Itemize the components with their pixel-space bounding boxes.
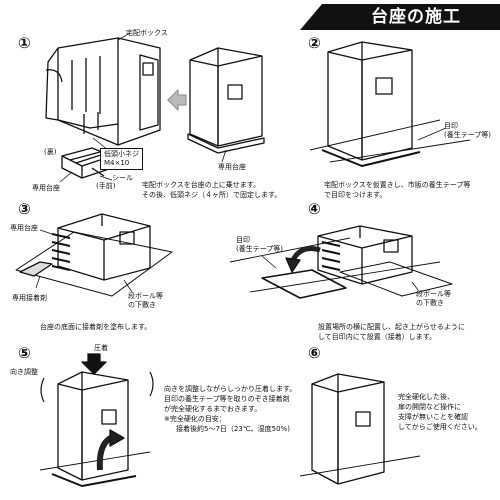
page-title: 台座の施工 — [371, 7, 461, 27]
label-seal: シール — [112, 174, 133, 182]
label-screw: 低頭小ネジ M4×10 — [100, 148, 143, 170]
label-pressure: 圧着 — [94, 344, 108, 352]
label-seal-front: (手前) — [96, 182, 116, 190]
step-5-number: ⑤ — [18, 344, 31, 362]
label-base-step3: 専用台座 — [10, 224, 38, 232]
step-2-number: ② — [308, 34, 321, 52]
caption-step5-note: ※完全硬化の目安： — [164, 415, 226, 423]
caption-step1: 宅配ボックスを台座の上に乗せます。 その後、低頭ネジ（４ヶ所）で固定します。 — [142, 181, 282, 199]
label-direction: 向き調整 — [10, 368, 38, 376]
step-3-number: ③ — [18, 200, 31, 218]
label-adhesive: 専用接着剤 — [12, 294, 47, 302]
step-4-number: ④ — [308, 200, 321, 218]
label-mark-step2: 目印 (養生テープ等) — [444, 122, 492, 139]
caption-step4: 設置場所の横に配置し、起き上がらせるように して目印内にて設置（接着）します。 — [318, 323, 465, 341]
step-1-number: ① — [18, 34, 31, 52]
title-bar-bg — [300, 4, 500, 30]
step1-assembled-box — [187, 47, 265, 154]
caption-step5: 向きを調整しながらしっかり圧着します。 目印の養生テープ等を取りのぞき接着剤 が… — [164, 385, 297, 413]
caption-step2: 宅配ボックスを仮置きし、市販の養生テープ等 で目印をつけます。 — [324, 181, 471, 199]
caption-step5-duration: 接着後約5～7日（23℃、湿度50%) — [176, 425, 290, 433]
label-cardboard-step4: 段ボール等 の下敷き — [416, 290, 451, 307]
step2-box — [309, 41, 471, 167]
step-6-number: ⑥ — [308, 344, 321, 362]
caption-step6: 完全硬化した後、 扉の開閉など操作に 支障が無いことを確認 してからご使用くださ… — [398, 393, 482, 431]
label-base-step1: 専用台座 — [32, 184, 60, 192]
label-cardboard-step3: 段ボール等 の下敷き — [128, 292, 163, 309]
step4-box-tilted — [229, 225, 453, 299]
label-base-assembled: 専用台座 — [218, 163, 246, 171]
label-seal-back: (裏) — [44, 148, 57, 156]
caption-step3: 台座の底面に接着剤を塗布します。 — [40, 323, 152, 331]
label-takuhai-box: 宅配ボックス — [126, 29, 168, 37]
label-mark-step4: 目印 (養生テープ等) — [236, 236, 284, 253]
step6-box — [299, 373, 421, 485]
step5-box — [39, 353, 154, 487]
step3-box-tilted — [15, 213, 173, 297]
